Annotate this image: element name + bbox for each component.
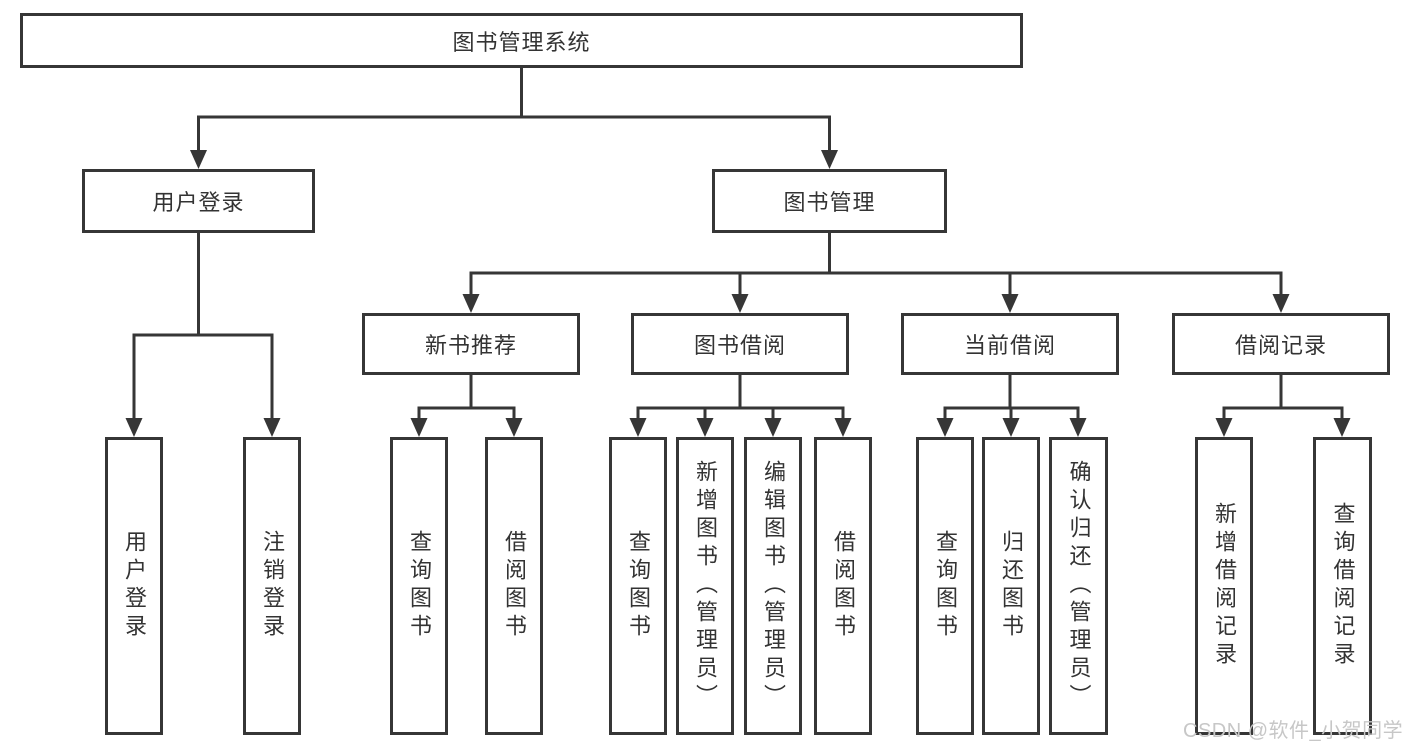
arrowhead-newrec-query-books [410,418,428,437]
arrowhead-leaf-user-login [125,418,143,437]
leaf-newrec-borrow-books: 借阅图书 [485,437,543,735]
node-book-management: 图书管理 [712,169,947,233]
leaf-label: 查询图书 [626,530,651,642]
leaf-label: 新增借阅记录 [1212,502,1237,670]
leaf-records-add-record: 新增借阅记录 [1195,437,1253,735]
leaf-label: 查询图书 [407,530,432,642]
leaf-label: 归还图书 [999,530,1024,642]
arrowhead-records-add-record [1215,418,1233,437]
leaf-current-return-book: 归还图书 [982,437,1040,735]
arrowhead-newrec-borrow-books [505,418,523,437]
node-label: 新书推荐 [424,333,517,358]
arrowhead-user-login [190,150,207,169]
node-label: 当前借阅 [963,333,1056,358]
arrowhead-book-borrowing [731,294,749,313]
connector-borrowing-records-to-leaves [1222,373,1344,420]
node-label: 图书借阅 [693,333,786,358]
leaf-user-login: 用户登录 [105,437,163,735]
node-label: 用户登录 [152,190,245,215]
node-current-borrowing: 当前借阅 [901,313,1119,375]
arrowhead-current-borrowing [1001,294,1019,313]
arrowhead-current-confirm-return [1069,418,1087,437]
arrowhead-borrow-borrow-books [834,418,852,437]
connector-new-book-to-leaves [417,373,516,420]
arrowhead-borrowing-records [1272,294,1290,313]
leaf-borrow-borrow-books: 借阅图书 [814,437,872,735]
arrowhead-current-query-books [936,418,954,437]
arrowhead-leaf-logout [263,418,281,437]
arrowhead-borrow-edit-book [764,418,782,437]
leaf-current-query-books: 查询图书 [916,437,974,735]
leaf-borrow-edit-book-admin: 编辑图书（管理员） [744,437,802,735]
leaf-label: 新增图书（管理员） [693,460,718,712]
arrowhead-records-query-record [1333,418,1351,437]
connector-user-login-to-leaves [132,231,274,420]
csdn-watermark: CSDN @软件_小贺同学 [1183,720,1404,742]
node-borrowing-records: 借阅记录 [1172,313,1390,375]
arrowhead-current-return-book [1002,418,1020,437]
arrowhead-book-management [821,150,838,169]
connector-root-to-level2 [197,66,831,152]
leaf-label: 借阅图书 [502,530,527,642]
leaf-label: 编辑图书（管理员） [761,460,786,712]
leaf-records-query-record: 查询借阅记录 [1313,437,1372,735]
arrowhead-borrow-query-books [629,418,647,437]
leaf-label: 查询图书 [933,530,958,642]
node-label: 图书管理 [783,190,876,215]
node-book-borrowing: 图书借阅 [631,313,849,375]
leaf-label: 注销登录 [260,530,285,642]
leaf-borrow-add-book-admin: 新增图书（管理员） [676,437,734,735]
arrowhead-new-book-recommend [462,294,480,313]
leaf-current-confirm-return-admin: 确认归还（管理员） [1049,437,1108,735]
node-user-login: 用户登录 [82,169,315,233]
node-library-management-system: 图书管理系统 [20,13,1023,68]
connector-current-borrowing-to-leaves [943,373,1080,420]
node-label: 图书管理系统 [452,29,591,55]
leaf-borrow-query-books: 查询图书 [609,437,667,735]
leaf-label: 用户登录 [122,530,147,642]
arrowheads [125,150,1351,437]
leaf-logout: 注销登录 [243,437,301,735]
node-new-book-recommend: 新书推荐 [362,313,580,375]
connector-book-borrowing-to-leaves [636,373,845,420]
arrowhead-borrow-add-book [696,418,714,437]
leaf-label: 确认归还（管理员） [1066,460,1092,712]
connector-book-management-to-level3 [469,231,1283,296]
node-label: 借阅记录 [1234,333,1327,358]
leaf-label: 查询借阅记录 [1330,502,1356,670]
leaf-label: 借阅图书 [831,530,856,642]
leaf-newrec-query-books: 查询图书 [390,437,448,735]
